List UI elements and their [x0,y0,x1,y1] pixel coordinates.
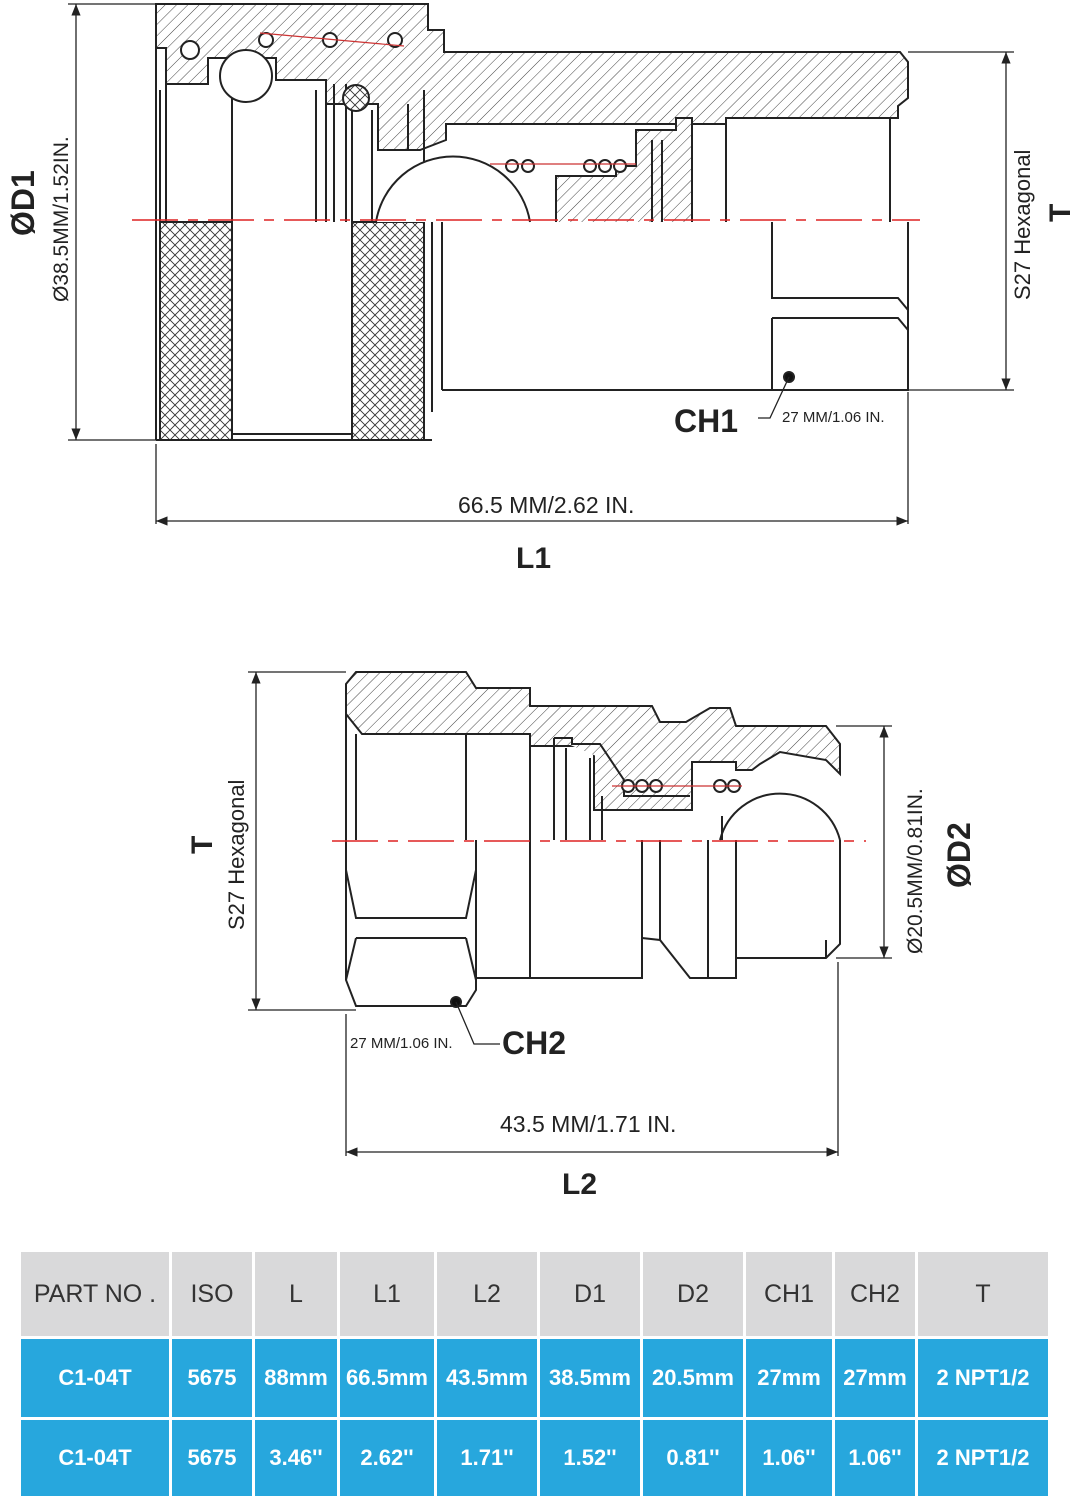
cell-l2: 1.71'' [437,1417,537,1496]
cell-t: 2 NPT1/2 [918,1336,1048,1417]
locking-ball [219,49,273,103]
cell-ch1: 27mm [746,1336,832,1417]
length-l2-value: 43.5 MM/1.71 IN. [500,1111,676,1137]
plug-dimensions [248,671,892,1157]
ch2-value: 27 MM/1.06 IN. [350,1035,453,1052]
coupler-dimensions [68,3,1014,526]
cell-l1: 66.5mm [340,1336,434,1417]
header-ch1: CH1 [746,1252,832,1336]
cell-iso: 5675 [172,1417,252,1496]
header-l1: L1 [340,1252,434,1336]
hex-t-value: S27 Hexagonal [1010,150,1035,300]
hex-t-label: T [1044,204,1073,222]
header-iso: ISO [172,1252,252,1336]
ch1-label: CH1 [674,403,738,439]
cell-d2: 0.81'' [643,1417,743,1496]
hex-t-label-plug: T [186,836,219,854]
cell-ch1: 1.06'' [746,1417,832,1496]
length-l2-label: L2 [562,1168,597,1201]
diameter-d2-label: ØD2 [941,822,977,888]
spec-table: PART NO . ISO L L1 L2 D1 D2 CH1 CH2 T C1… [18,1252,1051,1496]
diameter-d1-label: ØD1 [5,170,41,236]
cell-part-no: C1-04T [21,1417,169,1496]
cell-l1: 2.62'' [340,1417,434,1496]
table-row: C1-04T 5675 88mm 66.5mm 43.5mm 38.5mm 20… [21,1336,1048,1417]
hex-t-value-plug: S27 Hexagonal [224,780,249,930]
valve-ball [375,155,531,223]
cell-l: 3.46'' [255,1417,337,1496]
cell-t: 2 NPT1/2 [918,1417,1048,1496]
diameter-d1-value: Ø38.5MM/1.52IN. [50,136,73,302]
cell-d1: 1.52'' [540,1417,640,1496]
ch2-label: CH2 [502,1025,566,1061]
diameter-d2-value: Ø20.5MM/0.81IN. [904,788,927,954]
header-d1: D1 [540,1252,640,1336]
cell-ch2: 27mm [835,1336,915,1417]
knurled-sleeve-left [159,221,233,441]
length-l1-label: L1 [516,542,551,575]
header-t: T [918,1252,1048,1336]
plug-body-section [345,671,841,811]
header-part-no: PART NO . [21,1252,169,1336]
coupler-drawing [132,3,920,441]
cell-d2: 20.5mm [643,1336,743,1417]
cell-l2: 43.5mm [437,1336,537,1417]
cell-part-no: C1-04T [21,1336,169,1417]
plug-drawing [332,671,866,1008]
cell-d1: 38.5mm [540,1336,640,1417]
cell-ch2: 1.06'' [835,1417,915,1496]
knurled-sleeve-right [351,221,425,441]
header-d2: D2 [643,1252,743,1336]
header-l: L [255,1252,337,1336]
table-row: C1-04T 5675 3.46'' 2.62'' 1.71'' 1.52'' … [21,1417,1048,1496]
ch1-value: 27 MM/1.06 IN. [782,409,885,426]
cell-iso: 5675 [172,1336,252,1417]
cell-l: 88mm [255,1336,337,1417]
header-l2: L2 [437,1252,537,1336]
length-l1-value: 66.5 MM/2.62 IN. [458,492,634,518]
plug-valve-ball [719,792,841,841]
table-header-row: PART NO . ISO L L1 L2 D1 D2 CH1 CH2 T [21,1252,1048,1336]
header-ch2: CH2 [835,1252,915,1336]
technical-drawing: ØD1 Ø38.5MM/1.52IN. 66.5 MM/2.62 IN. L1 … [5,3,1073,1201]
